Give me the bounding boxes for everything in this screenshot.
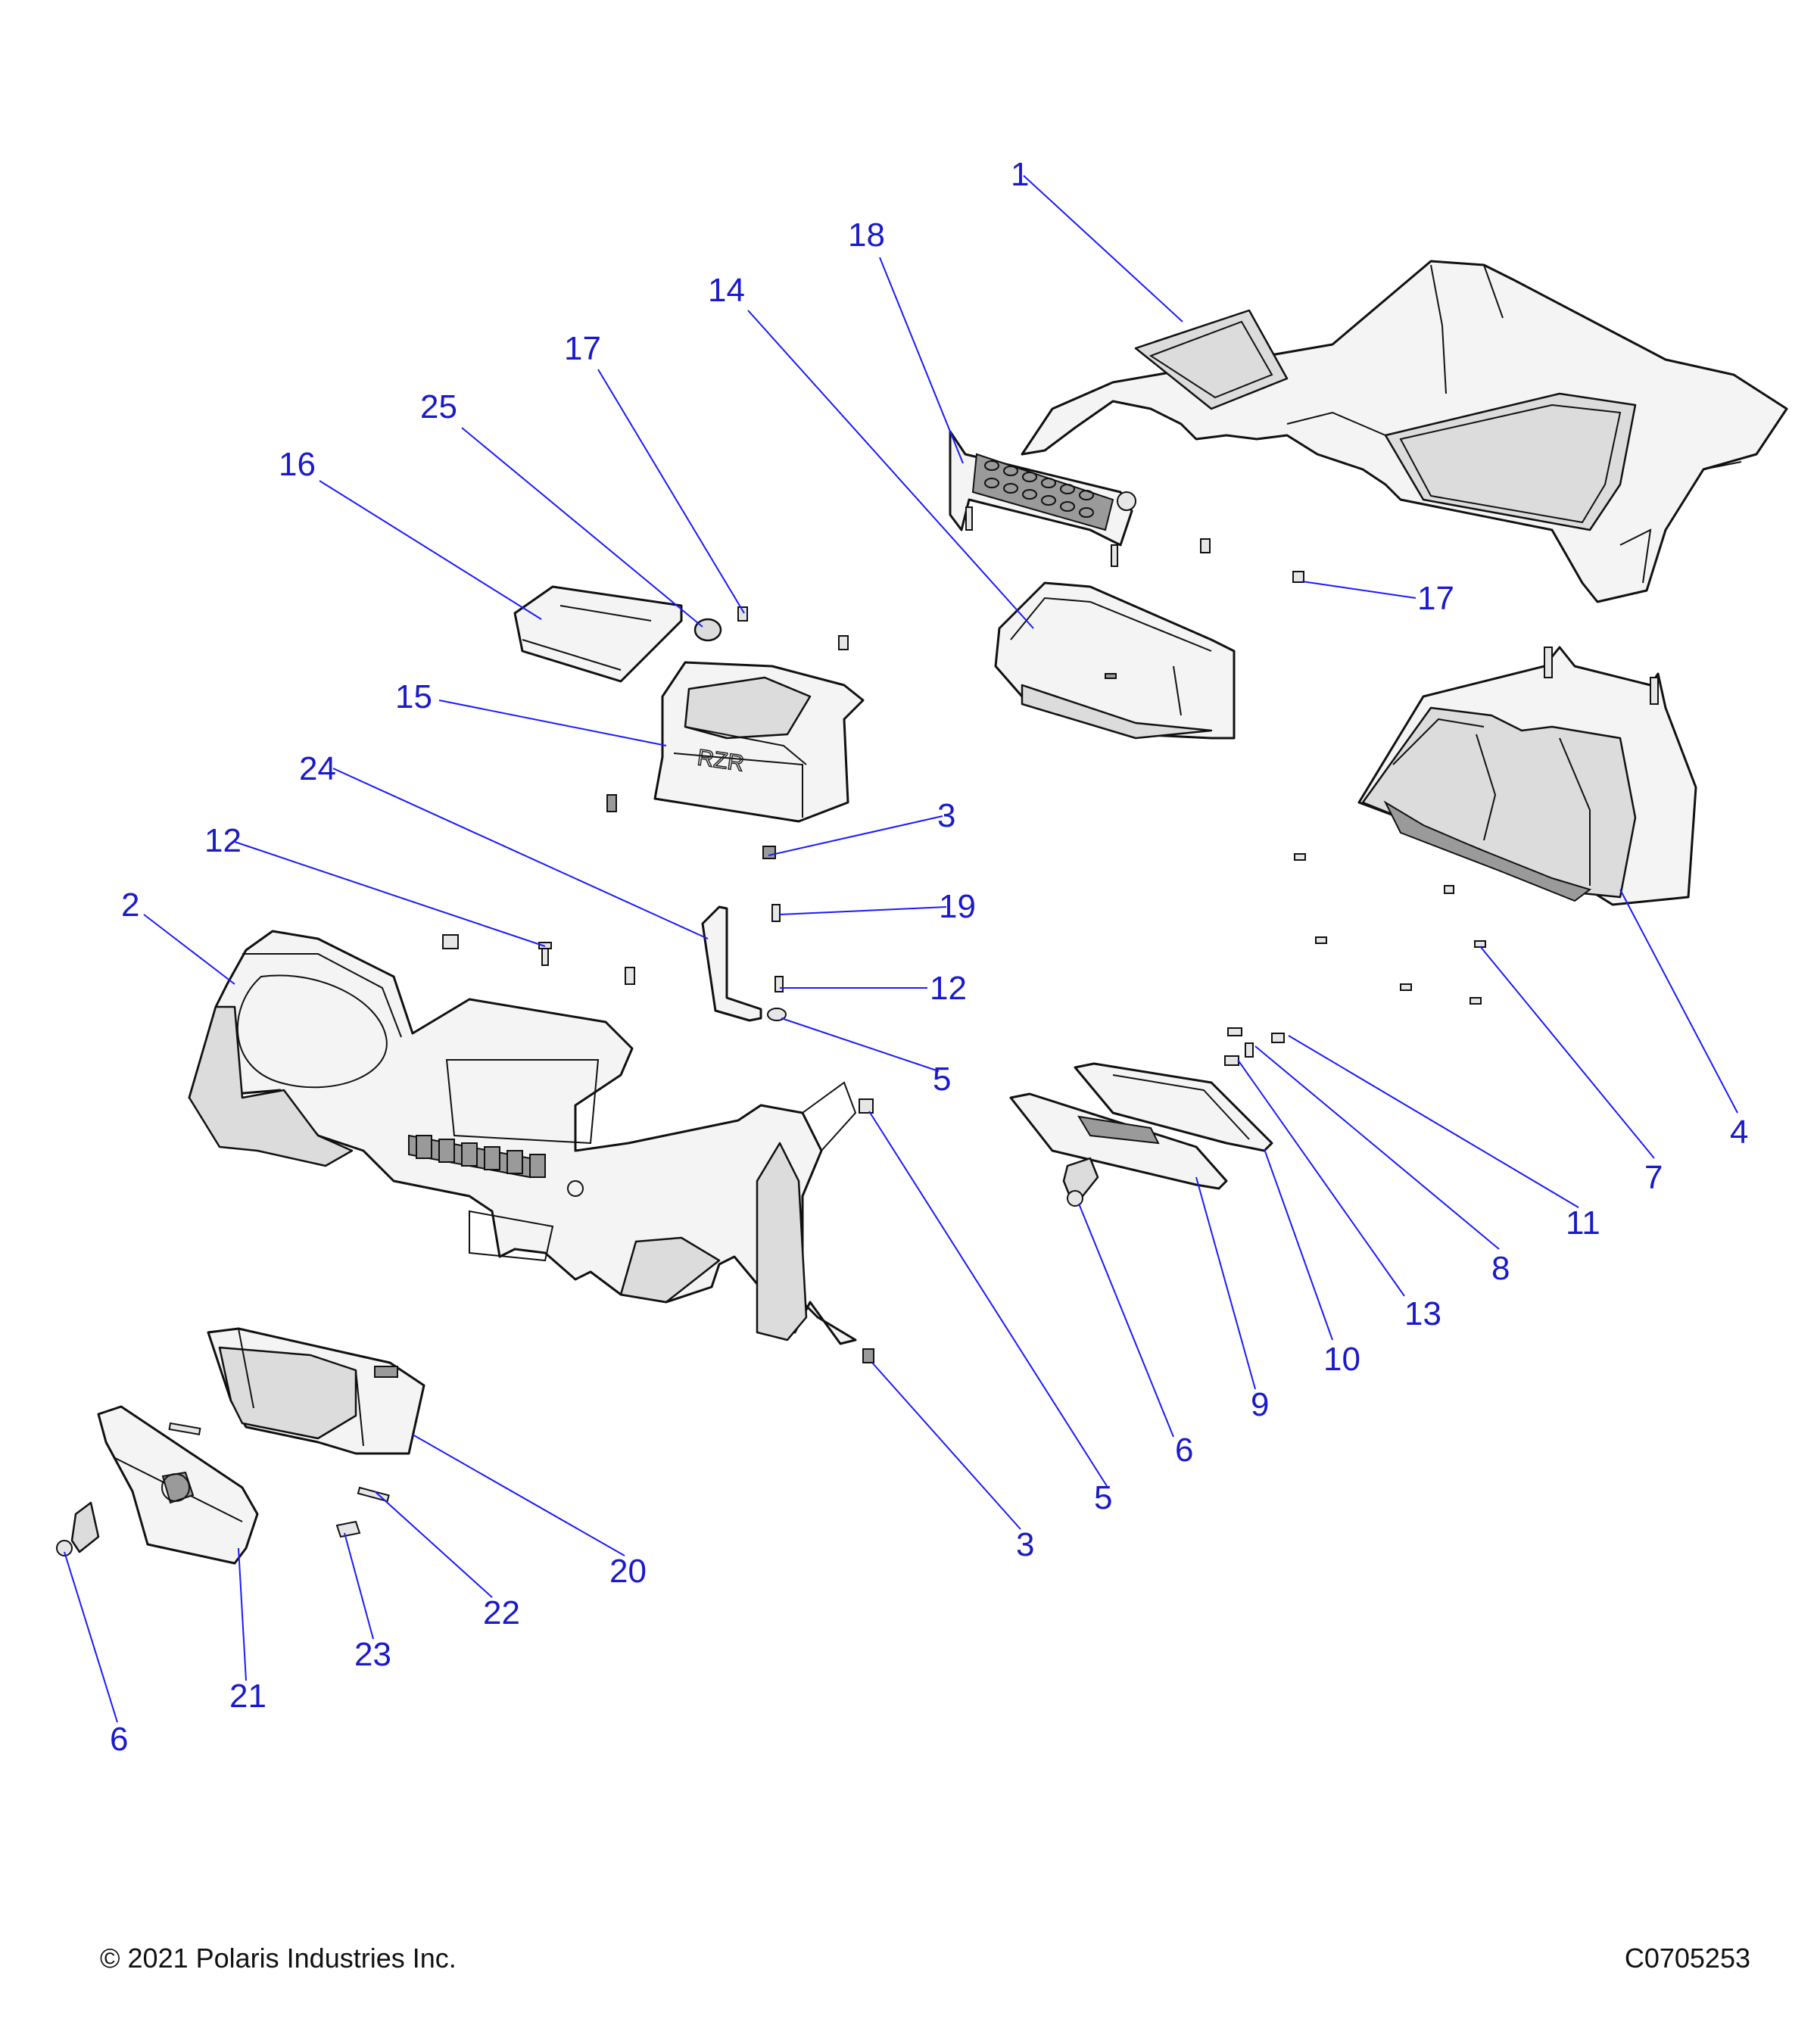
callout-10: 10 xyxy=(1323,1341,1360,1378)
callout-12: 12 xyxy=(204,822,242,859)
part-bracket xyxy=(701,905,762,1022)
callout-9: 9 xyxy=(1251,1386,1269,1423)
callout-18: 18 xyxy=(848,217,885,254)
callout-11: 11 xyxy=(1566,1204,1600,1242)
callout-20: 20 xyxy=(609,1553,647,1590)
callout-15: 15 xyxy=(395,678,432,715)
callout-13: 13 xyxy=(1404,1295,1441,1332)
part-storage-tray xyxy=(994,581,1236,740)
callout-22: 22 xyxy=(483,1594,520,1631)
copyright-notice: © 2021 Polaris Industries Inc. xyxy=(100,1943,457,1974)
callout-25: 25 xyxy=(420,388,457,425)
callout-23: 23 xyxy=(354,1636,391,1673)
callout-5: 5 xyxy=(1094,1479,1112,1516)
callout-6: 6 xyxy=(110,1721,128,1758)
callout-17: 17 xyxy=(1417,580,1454,617)
part-seal-frame xyxy=(1074,1062,1273,1152)
callout-6: 6 xyxy=(1175,1432,1193,1469)
drawing-number: C0705253 xyxy=(1624,1943,1750,1974)
callout-labels: 1 18 14 17 25 16 17 15 24 3 12 19 2 12 5… xyxy=(110,156,1748,1758)
part-upper-dash-panel xyxy=(1021,260,1788,603)
callout-21: 21 xyxy=(229,1678,266,1715)
part-grille xyxy=(949,430,1136,567)
callout-14: 14 xyxy=(708,272,745,309)
callout-16: 16 xyxy=(279,446,316,483)
callout-5: 5 xyxy=(933,1061,951,1098)
leader-lines xyxy=(64,175,1738,1723)
callout-12: 12 xyxy=(930,970,967,1007)
fasteners xyxy=(56,538,1486,1556)
part-trim-plate xyxy=(1009,1092,1228,1190)
callout-3: 3 xyxy=(937,797,955,834)
callout-1: 1 xyxy=(1011,156,1029,193)
part-main-dash xyxy=(188,930,857,1345)
callout-19: 19 xyxy=(939,888,976,925)
part-gauge-pod: RZR xyxy=(653,661,865,823)
callout-2: 2 xyxy=(121,886,139,924)
callout-24: 24 xyxy=(299,750,336,787)
callout-7: 7 xyxy=(1644,1159,1663,1196)
part-glove-box-door xyxy=(97,1405,259,1565)
callout-3: 3 xyxy=(1016,1526,1034,1563)
callout-17: 17 xyxy=(564,330,601,367)
part-grommet xyxy=(693,618,722,642)
callout-4: 4 xyxy=(1730,1114,1748,1151)
part-glove-box-bin xyxy=(207,1327,425,1455)
part-glove-box-housing xyxy=(1357,646,1697,906)
part-top-cover xyxy=(513,585,683,683)
callout-8: 8 xyxy=(1491,1250,1510,1287)
